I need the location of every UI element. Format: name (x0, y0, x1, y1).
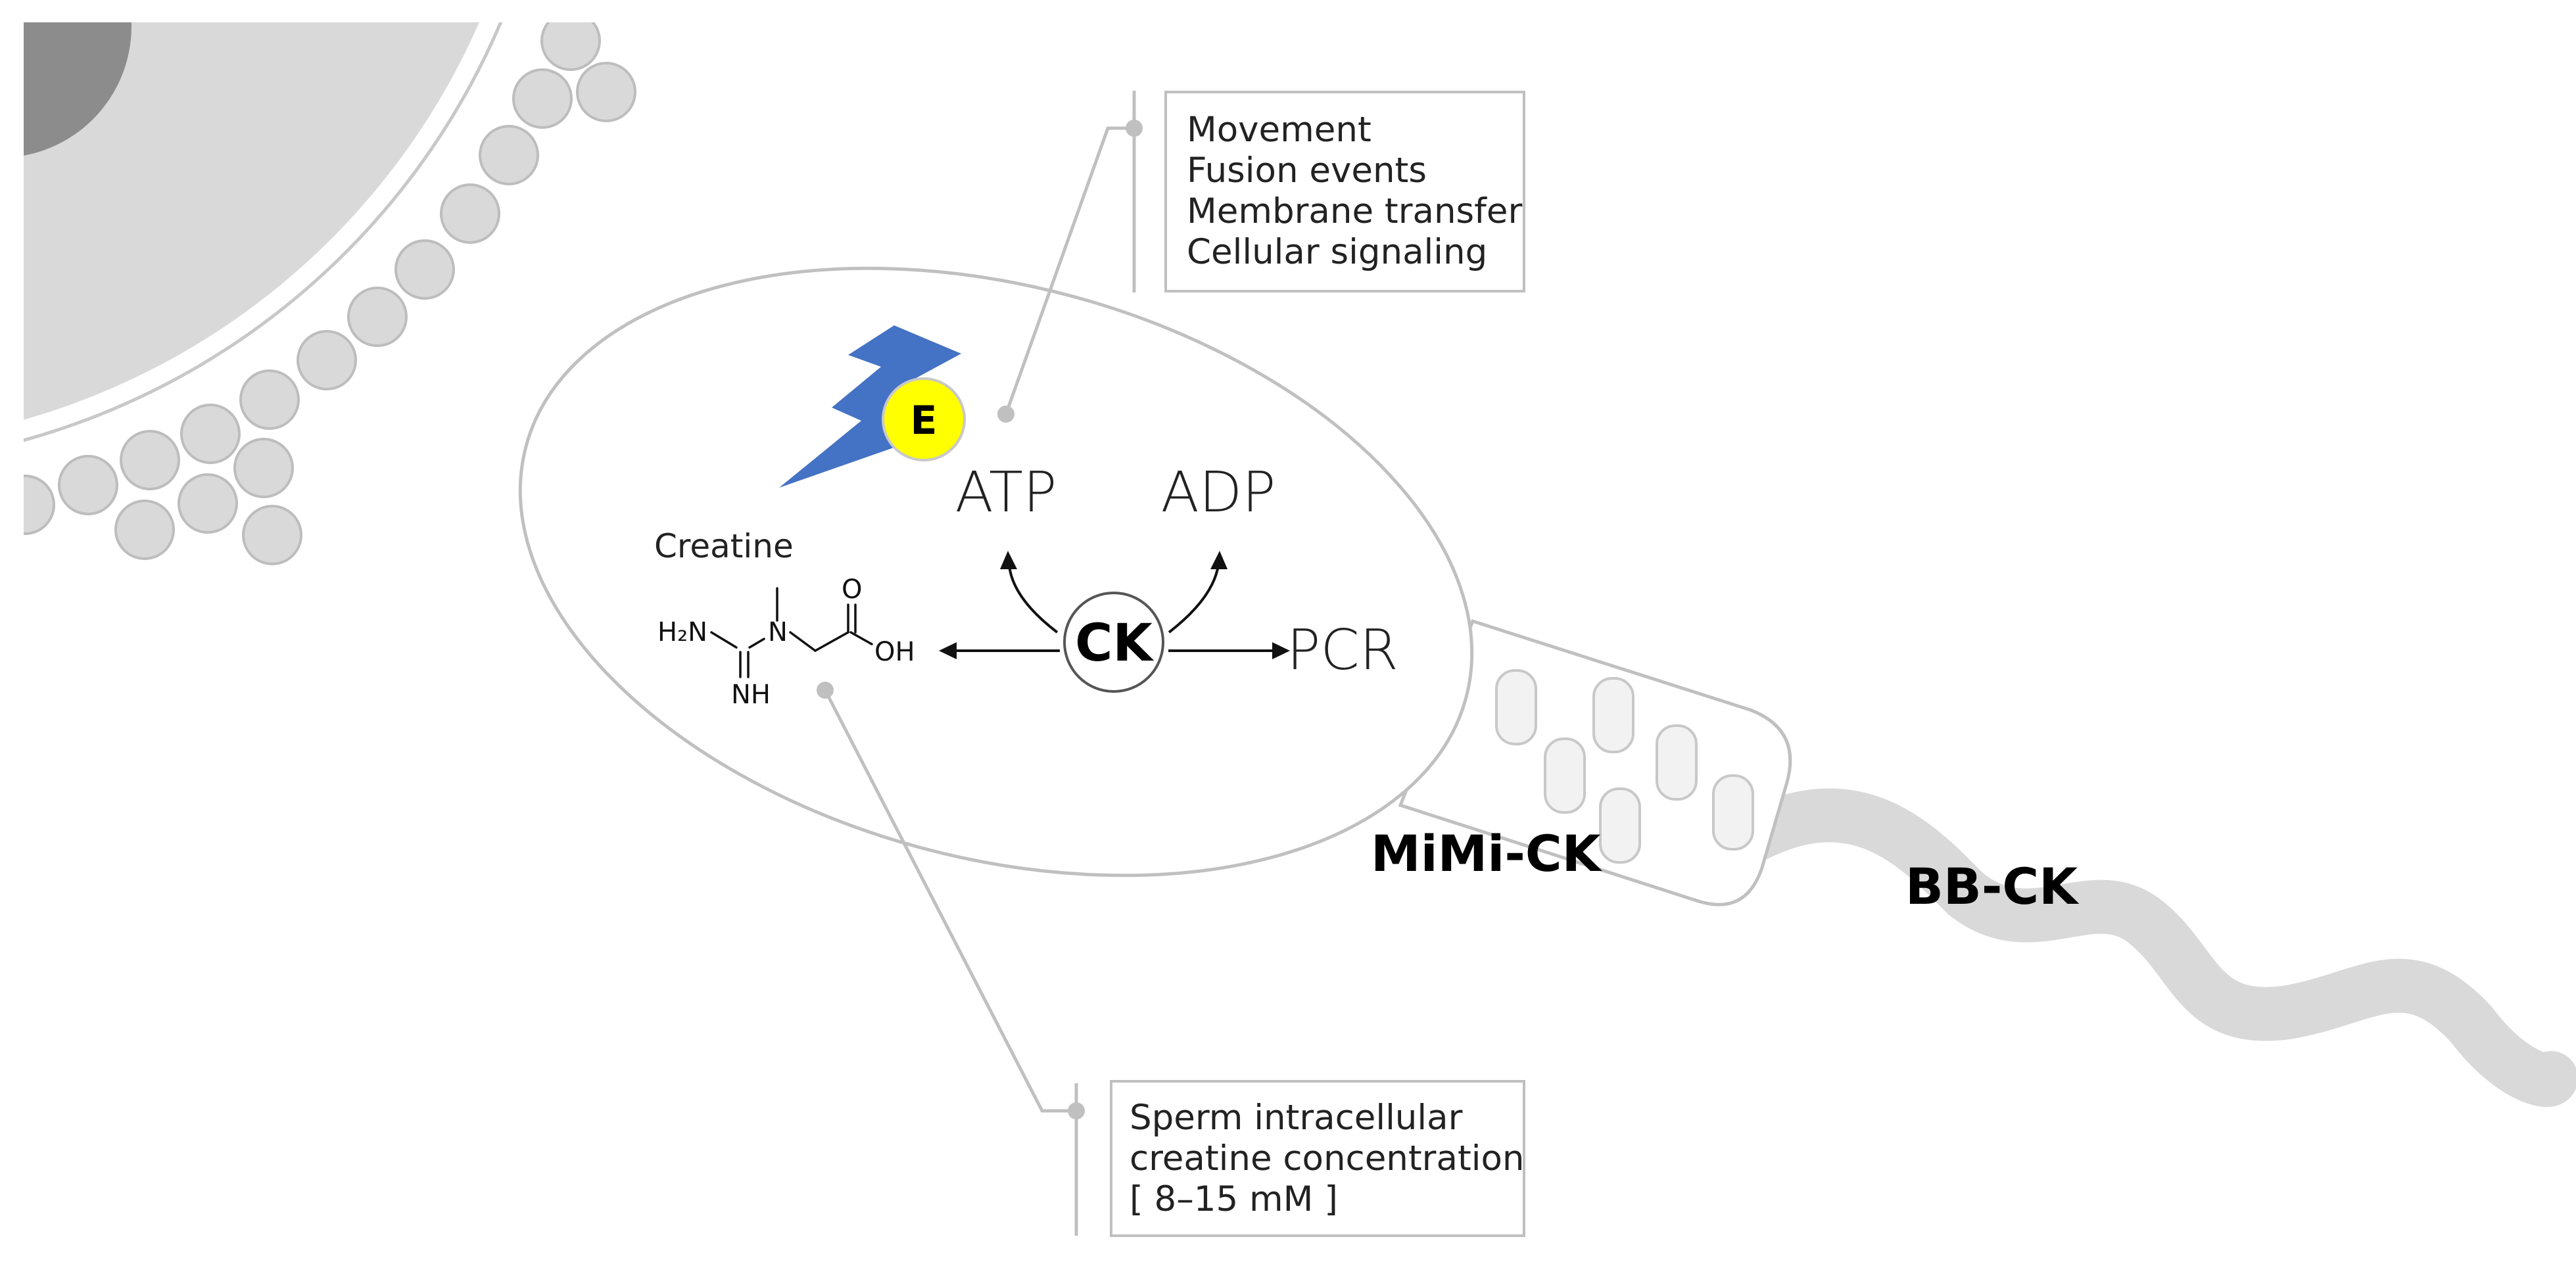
bottom-callout-leader (823, 689, 1076, 1113)
cumulus-cell (180, 404, 241, 464)
lightning-bolt-icon (779, 325, 961, 488)
callout-dot (1126, 120, 1143, 137)
cumulus-cell (233, 438, 294, 498)
arrow-from-adp (1168, 565, 1220, 634)
cumulus-cell (347, 287, 408, 347)
arrowhead-adp (1210, 551, 1228, 569)
callout-dots (817, 120, 1143, 1119)
sperm-tail (1729, 788, 2576, 1108)
energy-label: E (911, 398, 938, 444)
cumulus-cell (512, 68, 573, 129)
function-item: Membrane transfer (1187, 191, 1522, 231)
oocyte (0, 0, 512, 448)
atp-label: ATP (955, 460, 1057, 525)
atom-h2n: H₂N (657, 617, 707, 647)
mitochondria (1495, 669, 1754, 864)
cumulus-cell (479, 125, 539, 185)
energy-circle (882, 377, 966, 461)
adp-label: ADP (1161, 460, 1276, 525)
bond (710, 631, 738, 649)
oocyte-nucleus (0, 0, 131, 158)
bb-ck-label: BB-CK (1905, 857, 2080, 916)
cumulus-cell (440, 183, 500, 244)
left-margin (0, 0, 24, 1264)
atom-n: N (768, 617, 788, 647)
pcr-label: PCR (1287, 618, 1398, 683)
creatine-label: Creatine (654, 527, 794, 565)
atom-o: O (842, 574, 862, 605)
bond (789, 631, 817, 652)
cumulus-cell (297, 330, 357, 390)
cumulus-cell (178, 473, 238, 534)
arrow-heads (939, 551, 1290, 659)
callout-dot (1068, 1102, 1085, 1119)
mitochondrion (1599, 787, 1641, 864)
concentration-callout: Sperm intracellular creatine concentrati… (1110, 1080, 1525, 1237)
cumulus-cells (0, 11, 636, 565)
creatine-molecule: Creatine H₂N N NH O OH (654, 527, 915, 710)
callout-dot (817, 682, 834, 699)
bond (849, 631, 873, 645)
functions-callout: Movement Fusion events Membrane transfer… (1164, 91, 1525, 293)
reaction: ATP ADP PCR CK (939, 460, 1398, 693)
cumulus-cell (239, 369, 300, 430)
arrowhead-left (939, 642, 957, 659)
sperm-head (518, 266, 1474, 878)
concentration-box (1110, 1080, 1525, 1237)
ck-enzyme-label: CK (1075, 614, 1154, 673)
ck-enzyme-circle (1063, 592, 1164, 693)
oocyte-cytoplasm (0, 0, 489, 426)
callout-dot (997, 406, 1014, 423)
creatine-bonds (710, 587, 873, 678)
function-item: Movement (1187, 110, 1371, 150)
reaction-arrows (952, 565, 1276, 652)
mitochondrion (1656, 724, 1698, 801)
concentration-line: Sperm intracellular (1130, 1098, 1463, 1138)
arrow-to-atp (1008, 565, 1059, 634)
mitochondrion (1712, 774, 1754, 851)
arrowhead-atp (1000, 551, 1017, 569)
bond (748, 638, 765, 649)
concentration-line: creatine concentration (1130, 1138, 1524, 1179)
cumulus-cell (576, 62, 636, 122)
cumulus-cell (120, 430, 180, 490)
concentration-line: [ 8–15 mM ] (1130, 1179, 1338, 1219)
top-margin (0, 0, 2576, 22)
energy-symbol: E (779, 325, 966, 488)
sperm-midpiece (1398, 619, 1792, 906)
top-callout-leader (1004, 126, 1134, 415)
function-item: Fusion events (1187, 151, 1427, 191)
bond (814, 631, 849, 652)
cumulus-cell (394, 239, 455, 300)
cumulus-cell (58, 455, 118, 515)
creatine-atoms: H₂N N NH O OH (657, 574, 915, 710)
mitochondrion (1592, 677, 1634, 753)
cumulus-cell (242, 505, 302, 565)
atom-oh: OH (874, 637, 915, 667)
mitochondrion (1495, 669, 1537, 745)
mitochondrion (1544, 737, 1586, 814)
cumulus-cell (114, 500, 175, 560)
function-item: Cellular signaling (1187, 232, 1487, 272)
atom-nh: NH (731, 680, 771, 710)
arrowhead-right (1272, 642, 1290, 659)
mimi-ck-label: MiMi-CK (1371, 824, 1603, 883)
functions-box (1164, 91, 1525, 293)
